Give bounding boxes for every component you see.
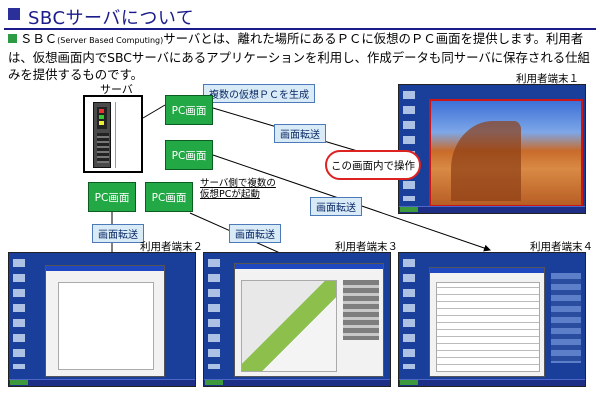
server-virtual-pc-note: サーバ側で複数の 仮想PCが起動 xyxy=(200,178,276,200)
intro-text: サーバとは、離れた場所にあるＰＣに仮想のＰＣ画面を提供します。利用者は、仮想画面… xyxy=(8,31,590,82)
terminal-2-label: 利用者端末２ xyxy=(140,241,203,253)
word-processor-window xyxy=(45,265,165,377)
server-side-panel xyxy=(115,102,139,168)
server-front-panel xyxy=(93,102,111,168)
desert-wallpaper xyxy=(451,121,521,201)
server-drive-slots xyxy=(97,133,109,163)
terminal-3-label: 利用者端末３ xyxy=(335,241,398,253)
start-button xyxy=(400,207,418,212)
intro-lead-small: (Server Based Computing) xyxy=(57,36,164,45)
bullet-square-icon xyxy=(8,34,17,43)
virtual-pc-box-1: PC画面 xyxy=(165,95,213,125)
server-tower-icon xyxy=(83,95,143,173)
terminal-4-screen xyxy=(398,252,586,387)
desktop-icons xyxy=(208,259,220,369)
terminal-1-label: 利用者端末１ xyxy=(516,73,579,85)
operate-callout: この画面内で操作 xyxy=(325,150,421,180)
terminal-2-screen xyxy=(8,252,196,387)
start-button xyxy=(10,380,28,385)
taskbar xyxy=(204,379,390,386)
desktop-icons xyxy=(403,259,415,369)
transfer-tag-1: 画面転送 xyxy=(274,124,326,143)
transfer-tag-2: 画面転送 xyxy=(310,197,362,216)
transfer-tag-3: 画面転送 xyxy=(92,224,144,243)
arrow-server-to-pcs xyxy=(142,104,166,119)
terminal-4-label: 利用者端末４ xyxy=(530,241,593,253)
document-page xyxy=(58,282,154,370)
terminal-1-screen xyxy=(398,84,586,214)
desktop-icons xyxy=(403,91,415,201)
spreadsheet-window xyxy=(429,267,545,377)
desktop-icons xyxy=(13,259,25,369)
intro-paragraph: ＳＢＣ(Server Based Computing)サーバとは、離れた場所にあ… xyxy=(8,30,596,83)
note-line-1: サーバ側で複数の xyxy=(200,178,276,189)
taskbar xyxy=(9,379,195,386)
title-bar: SBCサーバについて xyxy=(4,2,596,30)
window-title-bar xyxy=(235,264,383,269)
window-title-bar xyxy=(430,268,544,273)
terminal-3-screen xyxy=(203,252,391,387)
virtual-pc-window xyxy=(429,99,583,207)
intro-lead: ＳＢＣ xyxy=(20,31,58,46)
taskbar xyxy=(399,379,585,386)
layout-page xyxy=(241,280,337,372)
transfer-tag-4: 画面転送 xyxy=(229,224,281,243)
tool-palette xyxy=(343,280,379,340)
side-panel xyxy=(551,273,581,363)
title-square-icon xyxy=(8,8,20,20)
page-title: SBCサーバについて xyxy=(28,8,195,29)
start-button xyxy=(400,380,418,385)
spreadsheet-grid xyxy=(436,282,540,372)
note-line-2: 仮想PCが起動 xyxy=(200,189,260,200)
generate-virtual-pc-tag: 複数の仮想ＰＣを生成 xyxy=(203,84,315,103)
window-title-bar xyxy=(46,266,164,271)
virtual-pc-box-3: PC画面 xyxy=(88,182,136,212)
server-label: サーバ xyxy=(100,83,133,96)
graphics-app-window xyxy=(234,263,384,377)
virtual-pc-box-4: PC画面 xyxy=(145,182,193,212)
server-leds xyxy=(97,107,107,129)
virtual-pc-box-2: PC画面 xyxy=(165,140,213,170)
taskbar xyxy=(399,206,585,213)
start-button xyxy=(205,380,223,385)
title-divider xyxy=(4,28,596,30)
